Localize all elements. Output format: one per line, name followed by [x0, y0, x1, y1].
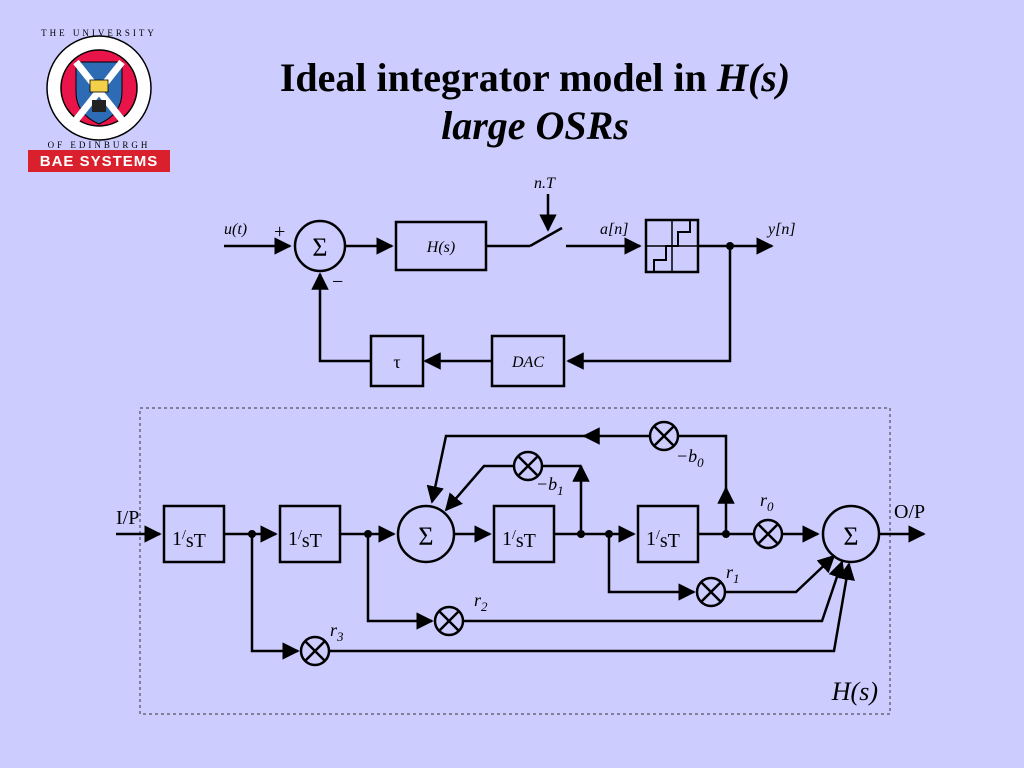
dac-label: DAC — [511, 354, 544, 371]
hs-label: H(s) — [426, 239, 455, 256]
crest-icon — [73, 59, 125, 125]
integrator-2 — [278, 504, 342, 564]
svg-text:1/sT: 1/sT — [288, 528, 322, 552]
output-yn: y[n] — [766, 221, 796, 238]
svg-text:Σ: Σ — [843, 522, 858, 551]
delay-label: τ — [393, 352, 400, 372]
hs-block-label: H(s) — [831, 677, 878, 706]
top-diagram: u(t) + Σ − H(s) n.T a[n] y[n] DAC τ — [224, 175, 796, 388]
integrator-3 — [492, 504, 556, 564]
minus-sign: − — [332, 271, 343, 293]
svg-text:1/sT: 1/sT — [502, 528, 536, 552]
svg-text:r3: r3 — [330, 620, 344, 644]
svg-text:1/sT: 1/sT — [646, 528, 680, 552]
svg-text:THE UNIVERSITY: THE UNIVERSITY — [41, 28, 157, 38]
svg-text:Σ: Σ — [418, 522, 433, 551]
input-ut: u(t) — [224, 221, 247, 238]
plus-sign: + — [274, 221, 285, 243]
sampled-label: a[n] — [600, 221, 628, 238]
quantizer-block — [644, 218, 700, 274]
clock-label: n.T — [534, 175, 556, 192]
bottom-diagram: I/P 1/sT 1/sT Σ 1/sT 1/sT r0 — [116, 407, 926, 715]
title-hs: H(s) — [716, 55, 791, 100]
hs-boundary — [139, 407, 891, 715]
top-summer-sigma: Σ — [312, 233, 327, 262]
title-line1: Ideal integrator model in — [279, 55, 717, 100]
op-label: O/P — [894, 501, 925, 523]
ip-label: I/P — [116, 507, 139, 529]
b0-multiplier-icon — [648, 420, 680, 452]
integrator-1 — [162, 504, 226, 564]
svg-text:OF EDINBURGH: OF EDINBURGH — [48, 140, 151, 150]
dac-block — [490, 334, 566, 388]
svg-text:r0: r0 — [760, 490, 774, 514]
bae-systems-text: BAE SYSTEMS — [40, 153, 159, 170]
title-line2: large OSRs — [441, 103, 629, 148]
svg-text:−b1: −b1 — [536, 474, 564, 498]
svg-text:r2: r2 — [474, 590, 488, 614]
hs-block — [394, 220, 488, 272]
bae-systems-badge — [28, 150, 170, 172]
slide-title: Ideal integrator model in H(s) large OSR… — [170, 54, 900, 150]
r0-multiplier-icon — [752, 518, 784, 550]
svg-text:−b0: −b0 — [676, 446, 704, 470]
r3-multiplier-icon — [299, 635, 331, 667]
svg-text:1/sT: 1/sT — [172, 528, 206, 552]
svg-text:r1: r1 — [726, 562, 740, 586]
r2-multiplier-icon — [433, 605, 465, 637]
r1-multiplier-icon — [695, 576, 727, 608]
university-logo: THE UNIVERSITY OF EDINBURGH BAE SYSTEMS — [28, 28, 170, 172]
